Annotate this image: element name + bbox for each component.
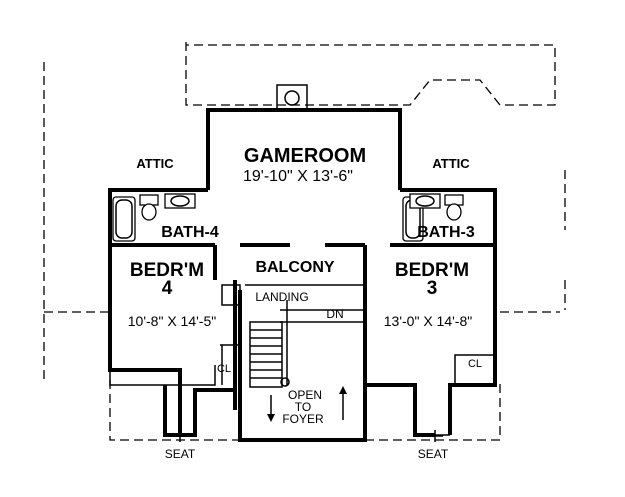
bath3-label: BATH-3: [417, 224, 475, 241]
seat-left-label: SEAT: [165, 447, 196, 461]
sink-icon: [409, 193, 441, 209]
closet-right-label: CL: [468, 358, 482, 370]
bedroom3-label: BEDR'M: [395, 260, 469, 281]
closet-right: [454, 354, 496, 386]
bedroom4-label: BEDR'M: [130, 260, 204, 281]
bedroom3-size: 13'-0" X 14'-8": [384, 313, 472, 329]
closet-left-label: CL: [217, 363, 231, 375]
bath4-label: BATH-4: [161, 224, 219, 241]
open-to-foyer-line2: TO: [295, 400, 311, 414]
toilet-icon: [444, 194, 464, 221]
bedroom3-number: 3: [427, 278, 438, 299]
chimney-icon: [276, 84, 308, 111]
bathtub-icon: [112, 196, 136, 242]
toilet-icon: [139, 194, 159, 221]
gameroom-label: GAMEROOM: [244, 145, 366, 167]
open-to-foyer-line3: FOYER: [282, 412, 324, 426]
down-label: DN: [326, 307, 343, 321]
stairs-icon: [249, 300, 290, 388]
bedroom4-number: 4: [162, 278, 173, 299]
roof-outline: [43, 42, 566, 441]
sink-icon: [164, 193, 196, 209]
seat-marker-right: [420, 430, 450, 442]
attic-right-label: ATTIC: [432, 156, 470, 171]
gameroom-size: 19'-10" X 13'-6": [243, 168, 353, 185]
attic-left-label: ATTIC: [136, 156, 174, 171]
seat-marker-left: [165, 430, 195, 442]
open-to-foyer-line1: OPEN: [288, 388, 322, 402]
bedroom4-size: 10'-8" X 14'-5": [128, 313, 216, 329]
seat-right-label: SEAT: [418, 447, 449, 461]
arrow-down-icon: [267, 395, 275, 422]
arrow-up-icon: [339, 386, 347, 420]
closet-left: [220, 344, 240, 385]
landing-label: LANDING: [255, 290, 308, 304]
balcony-label: BALCONY: [255, 259, 334, 276]
